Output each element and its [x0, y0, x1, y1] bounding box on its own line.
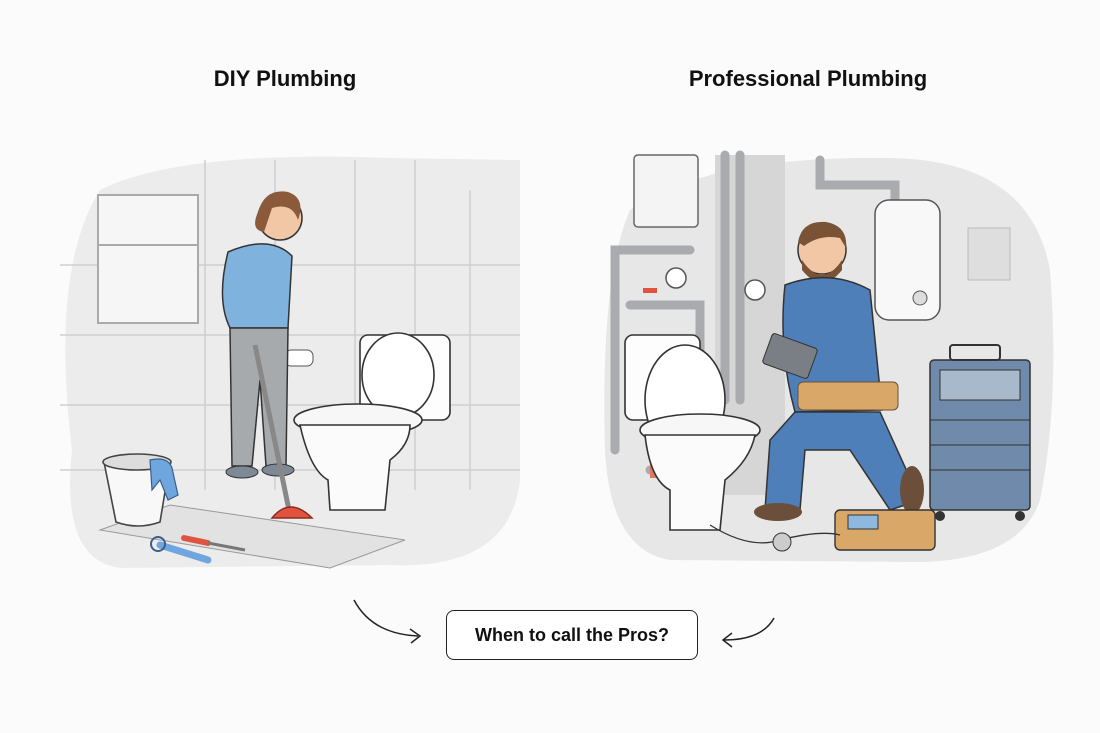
pressure-gauge-icon: [665, 267, 687, 289]
tool-belt: [797, 381, 899, 411]
arrow-right-icon: [721, 617, 775, 648]
wrench-icon: [150, 536, 212, 564]
boot: [754, 503, 802, 521]
diy-illustration: [60, 156, 520, 569]
boot: [900, 466, 924, 514]
diagnostic-device: [834, 509, 936, 551]
plumber-figure: [754, 221, 924, 521]
toilet: [293, 332, 451, 511]
arrow-left-icon: [353, 599, 422, 644]
glove-icon: [149, 458, 179, 501]
sensor-icon: [772, 532, 792, 552]
screwdriver-icon: [181, 535, 246, 552]
toilet-paper-icon: [284, 349, 314, 367]
window: [97, 194, 199, 324]
tool-cart: [929, 344, 1031, 521]
tablet-icon: [762, 333, 818, 379]
professional-illustration: [604, 150, 1054, 562]
diy-heading: DIY Plumbing: [213, 66, 357, 91]
water-heater: [874, 199, 941, 321]
plunger-icon: [252, 344, 314, 519]
call-pros-callout: When to call the Pros?: [446, 610, 698, 660]
toilet: [624, 334, 761, 531]
professional-heading: Professional Plumbing: [688, 66, 928, 91]
boiler-unit: [633, 154, 699, 228]
valve-handle-icon: [643, 288, 657, 293]
electrical-panel: [967, 227, 1011, 281]
pressure-gauge-icon: [744, 279, 766, 301]
